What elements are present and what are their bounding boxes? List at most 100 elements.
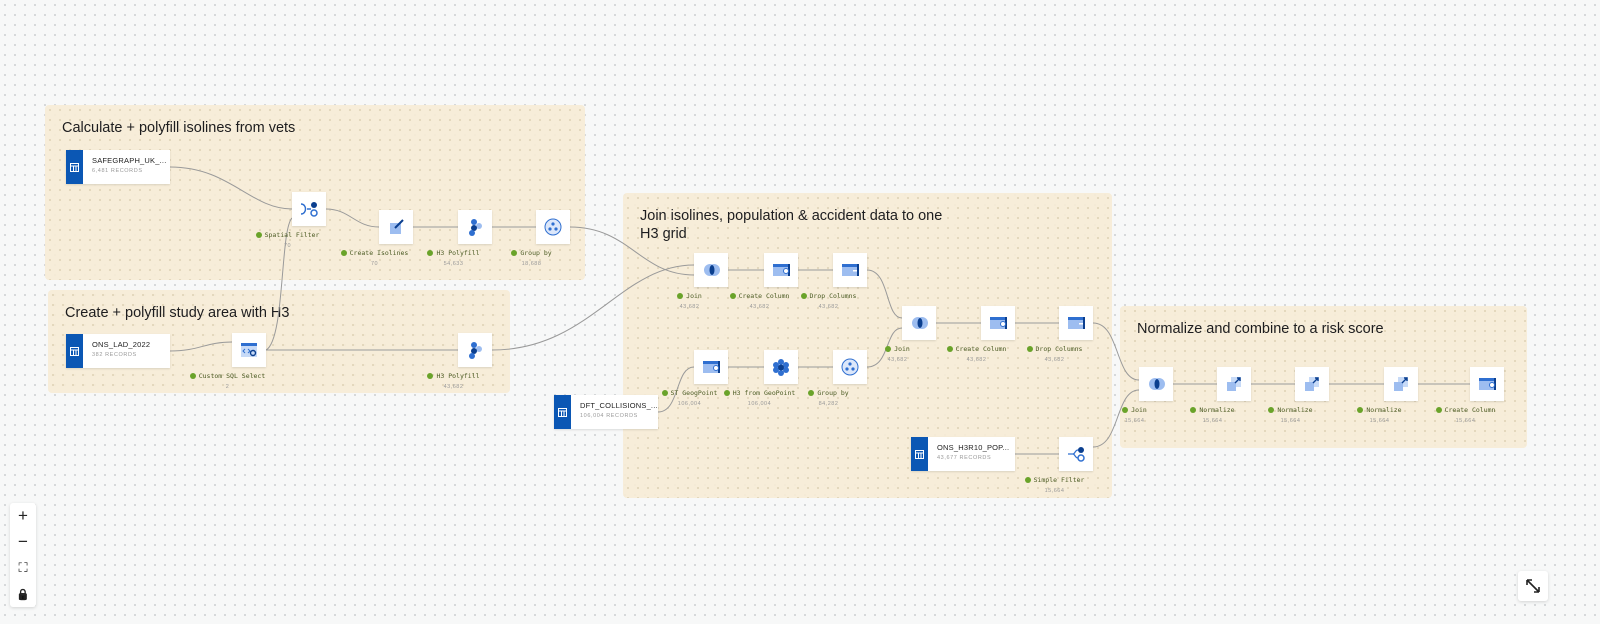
workflow-node[interactable]: Join 43,682 — [677, 253, 728, 310]
workflow-node[interactable]: Drop Columns 43,682 — [800, 253, 867, 310]
node-count: 84,282 — [818, 401, 839, 407]
simple-filter-icon — [1068, 447, 1085, 462]
node-label-text: Create Isolines — [349, 249, 409, 257]
normalize-icon — [1305, 377, 1319, 391]
join-icon — [912, 317, 928, 329]
success-icon — [255, 232, 262, 238]
success-icon — [1268, 407, 1275, 413]
create-column-icon — [703, 361, 720, 373]
node-label-text: Group by — [520, 249, 552, 257]
create-column-icon — [990, 317, 1007, 329]
workflow-node[interactable]: ST GeogPoint 106,004 — [661, 350, 728, 407]
node-label-text: H3 Polyfill — [436, 372, 480, 380]
drop-columns-icon — [1068, 317, 1085, 329]
source-node[interactable]: ONS_H3R10_POP... 43,677 RECORDS — [911, 437, 1015, 471]
workflow-node[interactable]: Custom SQL Select 2 — [189, 333, 266, 390]
node-label-text: Drop Columns — [809, 292, 857, 300]
group-title: Normalize and combine to a risk score — [1137, 321, 1384, 337]
node-count: 43,682 — [887, 357, 908, 363]
node-count: 54,633 — [443, 261, 464, 267]
workflow-node[interactable]: Group by 18,688 — [511, 210, 570, 267]
node-label-text: Join — [894, 345, 910, 353]
node-label-text: Custom SQL Select — [198, 372, 266, 380]
node-label-text: Normalize — [1199, 406, 1235, 414]
node-label: Create Column — [700, 292, 820, 300]
node-count: 106,004 — [747, 401, 772, 407]
node-count: 15,664 — [1280, 418, 1301, 424]
fullscreen-button[interactable] — [1518, 571, 1548, 601]
zoom-out-button[interactable]: − — [18, 532, 28, 551]
success-icon — [1026, 346, 1033, 352]
success-icon — [885, 346, 892, 352]
table-icon — [66, 334, 83, 368]
node-label: Create Isolines — [315, 249, 435, 257]
workflow-node[interactable]: Normalize 15,664 — [1190, 367, 1251, 424]
node-label: H3 Polyfill — [394, 249, 514, 257]
node-label: Group by — [472, 249, 592, 257]
node-label-text: ST GeogPoint — [670, 389, 718, 397]
workflow-node[interactable]: Group by 84,282 — [808, 350, 867, 407]
group-title: Create + polyfill study area with H3 — [65, 305, 290, 321]
workflow-node[interactable]: Drop Columns 43,682 — [1026, 306, 1093, 363]
success-icon — [427, 373, 434, 379]
node-label: Join — [630, 292, 750, 300]
node-count: 15,664 — [1202, 418, 1223, 424]
node-count: 18,688 — [521, 261, 542, 267]
node-count: 43,682 — [679, 304, 700, 310]
success-icon — [677, 293, 684, 299]
node-label-text: H3 Polyfill — [436, 249, 480, 257]
node-label-text: Drop Columns — [1035, 345, 1083, 353]
success-icon — [808, 390, 815, 396]
source-node[interactable]: SAFEGRAPH_UK_... 6,481 RECORDS — [66, 150, 170, 184]
node-label: Join — [1075, 406, 1195, 414]
source-records: 382 RECORDS — [92, 352, 137, 358]
table-icon — [554, 395, 571, 429]
workflow-node[interactable]: Create Column 15,664 — [1435, 367, 1504, 424]
workflow-node[interactable]: H3 Polyfill 54,633 — [427, 210, 492, 267]
h3-geopoint-icon — [773, 359, 789, 376]
success-icon — [946, 346, 953, 352]
expand-icon — [1526, 579, 1540, 593]
source-node[interactable]: ONS_LAD_2022 382 RECORDS — [66, 334, 170, 368]
spatial-filter-icon — [300, 202, 318, 217]
node-label: Spatial Filter — [228, 231, 348, 239]
success-icon — [1122, 407, 1129, 413]
node-label-text: Join — [686, 292, 702, 300]
workflow-node[interactable]: H3 Polyfill 43,682 — [427, 333, 492, 390]
lock-icon: 🔒 — [16, 588, 30, 601]
workflow-node[interactable]: Create Isolines 70 — [340, 210, 413, 267]
table-icon — [66, 150, 83, 184]
workflow-node[interactable]: Simple Filter 15,664 — [1024, 437, 1093, 494]
node-count: 43,682 — [966, 357, 987, 363]
isolines-icon — [390, 219, 404, 234]
group-by-icon — [544, 218, 562, 236]
node-label: H3 from GeoPoint — [700, 389, 820, 397]
workflow-node[interactable]: Join 15,664 — [1122, 367, 1173, 424]
workflow-node[interactable]: Normalize 15,664 — [1268, 367, 1329, 424]
node-label-text: Group by — [817, 389, 849, 397]
node-count: 43,682 — [1044, 357, 1065, 363]
source-records: 106,004 RECORDS — [580, 413, 638, 419]
workflow-node[interactable]: H3 from GeoPoint 106,004 — [723, 350, 798, 407]
workflow-node[interactable]: Join 43,682 — [885, 306, 936, 363]
node-count: 106,004 — [677, 401, 702, 407]
workflow-node[interactable]: Create Column 43,682 — [729, 253, 798, 310]
h3-polyfill-icon — [469, 219, 482, 236]
node-label: H3 Polyfill — [394, 372, 514, 380]
success-icon — [661, 390, 668, 396]
workflow-node[interactable]: Create Column 43,682 — [946, 306, 1015, 363]
source-node[interactable]: DFT_COLLISIONS_... 106,004 RECORDS — [554, 395, 658, 429]
source-name: SAFEGRAPH_UK_... — [92, 156, 167, 165]
node-label: Drop Columns — [769, 292, 889, 300]
group-g3[interactable]: Join isolines, population & accident dat… — [623, 193, 1112, 498]
workflow-node[interactable]: Normalize 15,664 — [1357, 367, 1418, 424]
lock-button[interactable]: 🔒 — [10, 581, 36, 607]
workflow-node[interactable]: Spatial Filter 70 — [255, 192, 326, 249]
node-count: 43,682 — [818, 304, 839, 310]
zoom-in-button[interactable]: + — [18, 506, 28, 525]
group-by-icon — [841, 358, 859, 376]
h3-polyfill-icon — [469, 342, 482, 359]
node-label: Simple Filter — [995, 476, 1115, 484]
node-label: Normalize — [1153, 406, 1273, 414]
fit-view-button[interactable]: ⛶ — [10, 555, 36, 581]
